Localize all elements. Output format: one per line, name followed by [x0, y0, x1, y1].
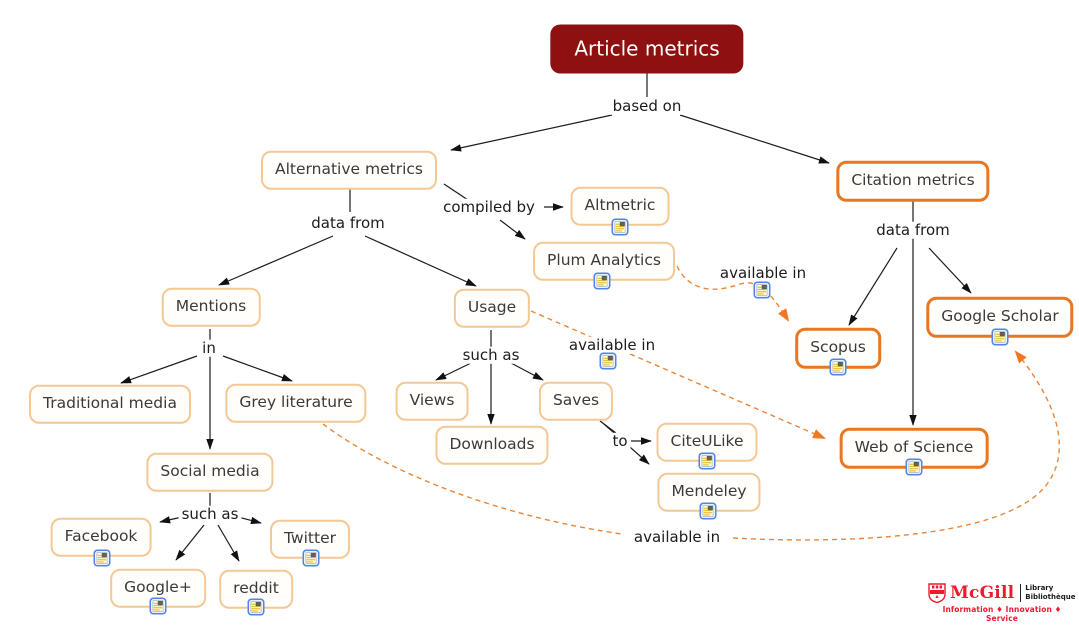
- resource-icon-altmetric[interactable]: [612, 219, 629, 236]
- node-alternative-metrics[interactable]: Alternative metrics: [261, 150, 437, 190]
- edge-compiledby-to-plum: [499, 219, 526, 240]
- edge-label-available-in-2[interactable]: available in: [565, 337, 659, 354]
- edge-label-such-as-social[interactable]: such as: [178, 506, 242, 523]
- edge-suchas-to-saves: [510, 362, 544, 381]
- resource-icon-reddit[interactable]: [248, 599, 265, 616]
- resource-icon-web-of-science[interactable]: [906, 459, 923, 476]
- resource-icon-mendeley[interactable]: [700, 503, 717, 520]
- node-web-of-science[interactable]: Web of Science: [839, 427, 989, 469]
- edge-suchas-to-twitter: [237, 516, 262, 525]
- node-saves[interactable]: Saves: [538, 381, 614, 421]
- edge-basedon-to-alternative: [450, 114, 613, 152]
- edge-in-to-traditional: [120, 355, 198, 384]
- resource-icon-google-scholar[interactable]: [992, 329, 1009, 346]
- dashed-grey-to-availablein: [322, 423, 623, 535]
- resource-icon-citeulike[interactable]: [699, 453, 716, 470]
- edge-label-available-in-3[interactable]: available in: [630, 529, 724, 546]
- node-article-metrics[interactable]: Article metrics: [550, 24, 744, 74]
- node-scopus[interactable]: Scopus: [795, 327, 881, 369]
- mcgill-library-logo: McGill Library Bibliothèque Information …: [928, 583, 1076, 623]
- edge-datafrom-to-googlescholar: [928, 247, 972, 294]
- edge-label-compiled-by[interactable]: compiled by: [440, 199, 538, 216]
- resource-icon-plum-analytics[interactable]: [594, 273, 611, 290]
- resource-icon-google-plus[interactable]: [150, 598, 167, 615]
- node-facebook[interactable]: Facebook: [50, 517, 152, 557]
- node-traditional-media[interactable]: Traditional media: [29, 384, 191, 424]
- edge-alt-to-compiledby: [443, 183, 469, 201]
- node-mentions[interactable]: Mentions: [161, 287, 261, 327]
- library-tagline: Information ♦ Innovation ♦ Service: [942, 605, 1062, 623]
- edge-suchas-to-googleplus: [175, 524, 205, 561]
- mcgill-shield-icon: [928, 583, 946, 603]
- resource-icon-facebook[interactable]: [94, 550, 111, 567]
- edge-label-to[interactable]: to: [609, 433, 631, 450]
- resource-icon-available-in-1[interactable]: [754, 282, 771, 299]
- resource-icon-available-in-2[interactable]: [600, 353, 617, 370]
- node-views[interactable]: Views: [395, 381, 469, 421]
- node-downloads[interactable]: Downloads: [435, 425, 549, 465]
- resource-icon-scopus[interactable]: [830, 359, 847, 376]
- edge-basedon-to-citation: [679, 114, 830, 164]
- edge-label-such-as-usage[interactable]: such as: [459, 347, 523, 364]
- edge-label-in[interactable]: in: [199, 340, 219, 357]
- dashed-plum-to-scopus: [676, 265, 790, 322]
- edge-datafrom-to-scopus: [848, 247, 898, 326]
- edge-label-data-from-right[interactable]: data from: [873, 222, 953, 239]
- edge-label-available-in-1[interactable]: available in: [716, 265, 810, 282]
- node-grey-literature[interactable]: Grey literature: [225, 383, 367, 423]
- resource-icon-twitter[interactable]: [303, 550, 320, 567]
- node-usage[interactable]: Usage: [453, 288, 531, 328]
- edge-suchas-to-views: [435, 362, 472, 381]
- node-citation-metrics[interactable]: Citation metrics: [836, 160, 990, 202]
- edge-suchas-to-reddit: [217, 524, 240, 562]
- node-social-media[interactable]: Social media: [146, 452, 274, 492]
- dashed-availablein-to-googlescholar: [732, 350, 1061, 541]
- edge-label-data-from-left[interactable]: data from: [308, 215, 388, 232]
- library-unit-text: Library Bibliothèque: [1020, 584, 1075, 602]
- edge-suchas-to-facebook: [159, 516, 183, 524]
- mcgill-wordmark: McGill: [950, 583, 1015, 603]
- edge-in-to-grey: [222, 355, 293, 382]
- edge-datafrom-to-usage: [364, 235, 477, 287]
- edge-datafrom-to-mentions: [218, 235, 334, 286]
- edge-label-based-on[interactable]: based on: [609, 98, 685, 115]
